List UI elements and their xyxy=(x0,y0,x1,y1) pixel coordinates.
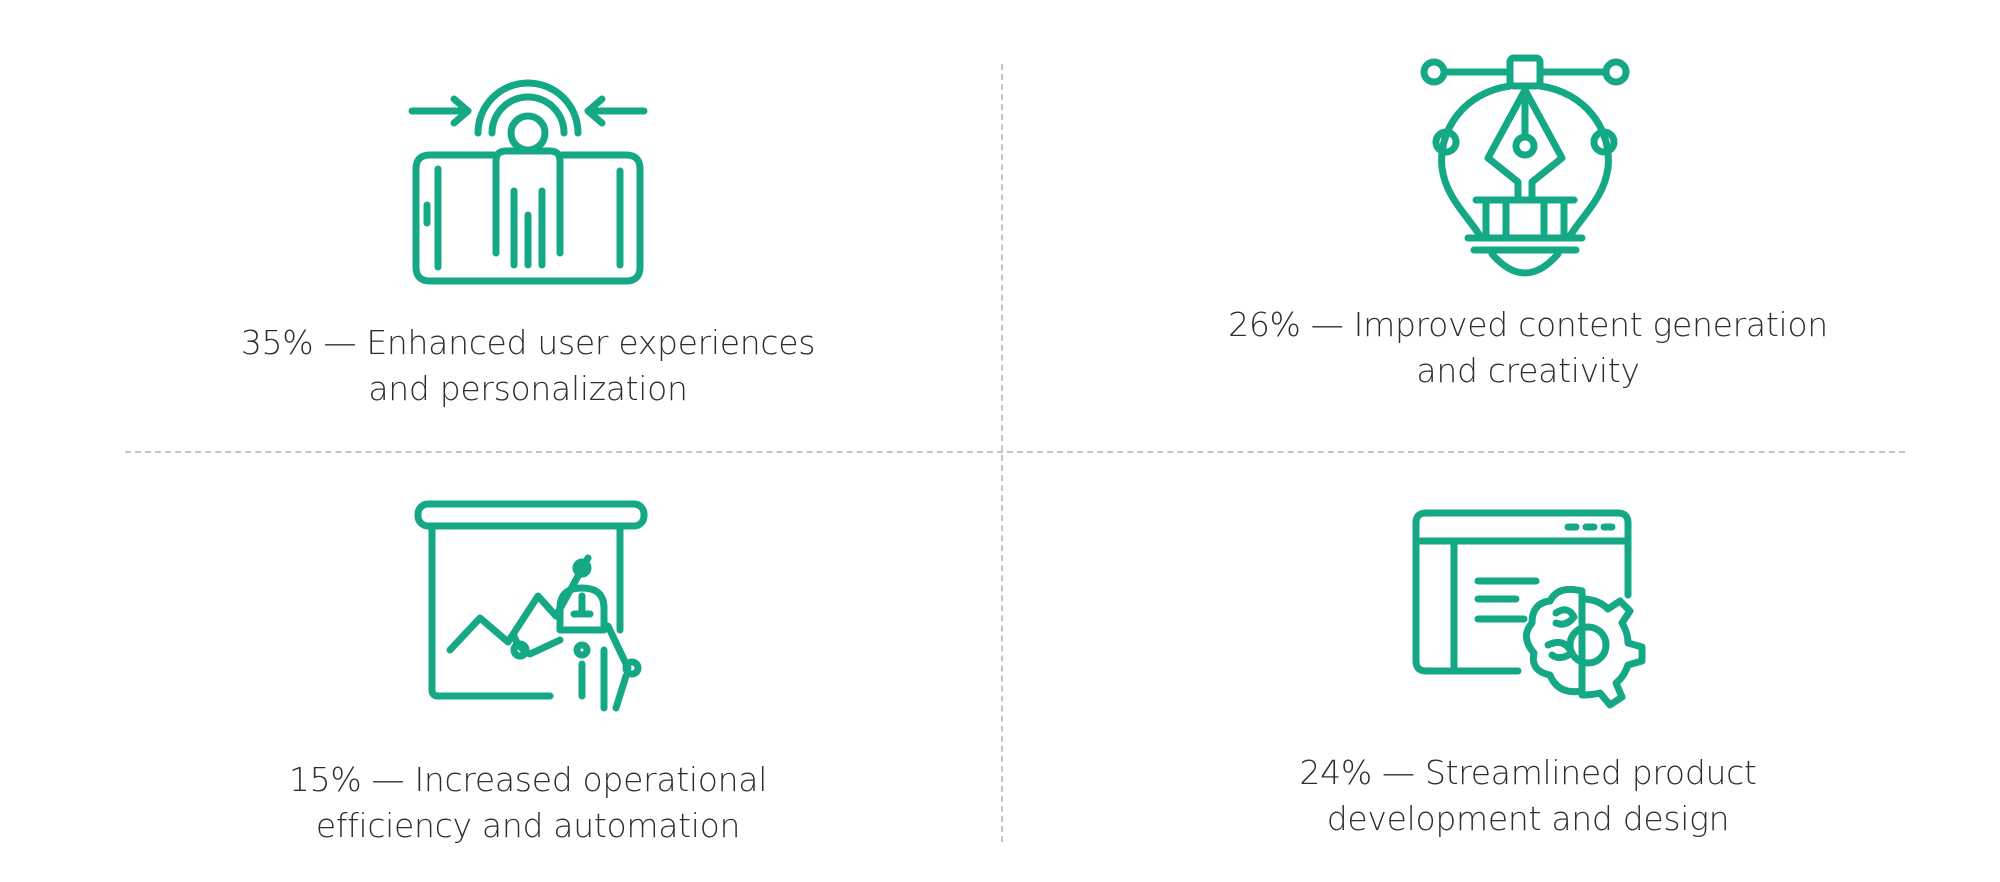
caption-line: 15% — Increased operational xyxy=(288,760,768,799)
caption-line: efficiency and automation xyxy=(315,806,741,845)
caption-content-generation: 26% — Improved content generation and cr… xyxy=(1188,302,1868,394)
vertical-divider xyxy=(1001,64,1003,842)
caption-line: 35% — Enhanced user experiences xyxy=(240,323,816,362)
caption-line: and personalization xyxy=(368,369,688,408)
caption-product-development: 24% — Streamlined product development an… xyxy=(1188,750,1868,842)
product-design-gear-icon xyxy=(1408,505,1648,725)
caption-operational-efficiency: 15% — Increased operational efficiency a… xyxy=(200,757,856,849)
caption-line: and creativity xyxy=(1416,351,1640,390)
caption-line: 26% — Improved content generation xyxy=(1228,305,1828,344)
automation-presentation-icon xyxy=(410,500,650,716)
caption-line: development and design xyxy=(1326,799,1730,838)
caption-user-experiences: 35% — Enhanced user experiences and pers… xyxy=(200,320,856,412)
caption-line: 24% — Streamlined product xyxy=(1299,753,1757,792)
creative-lightbulb-icon xyxy=(1418,50,1632,282)
personalization-phone-icon xyxy=(408,55,648,285)
horizontal-divider xyxy=(125,451,1905,453)
